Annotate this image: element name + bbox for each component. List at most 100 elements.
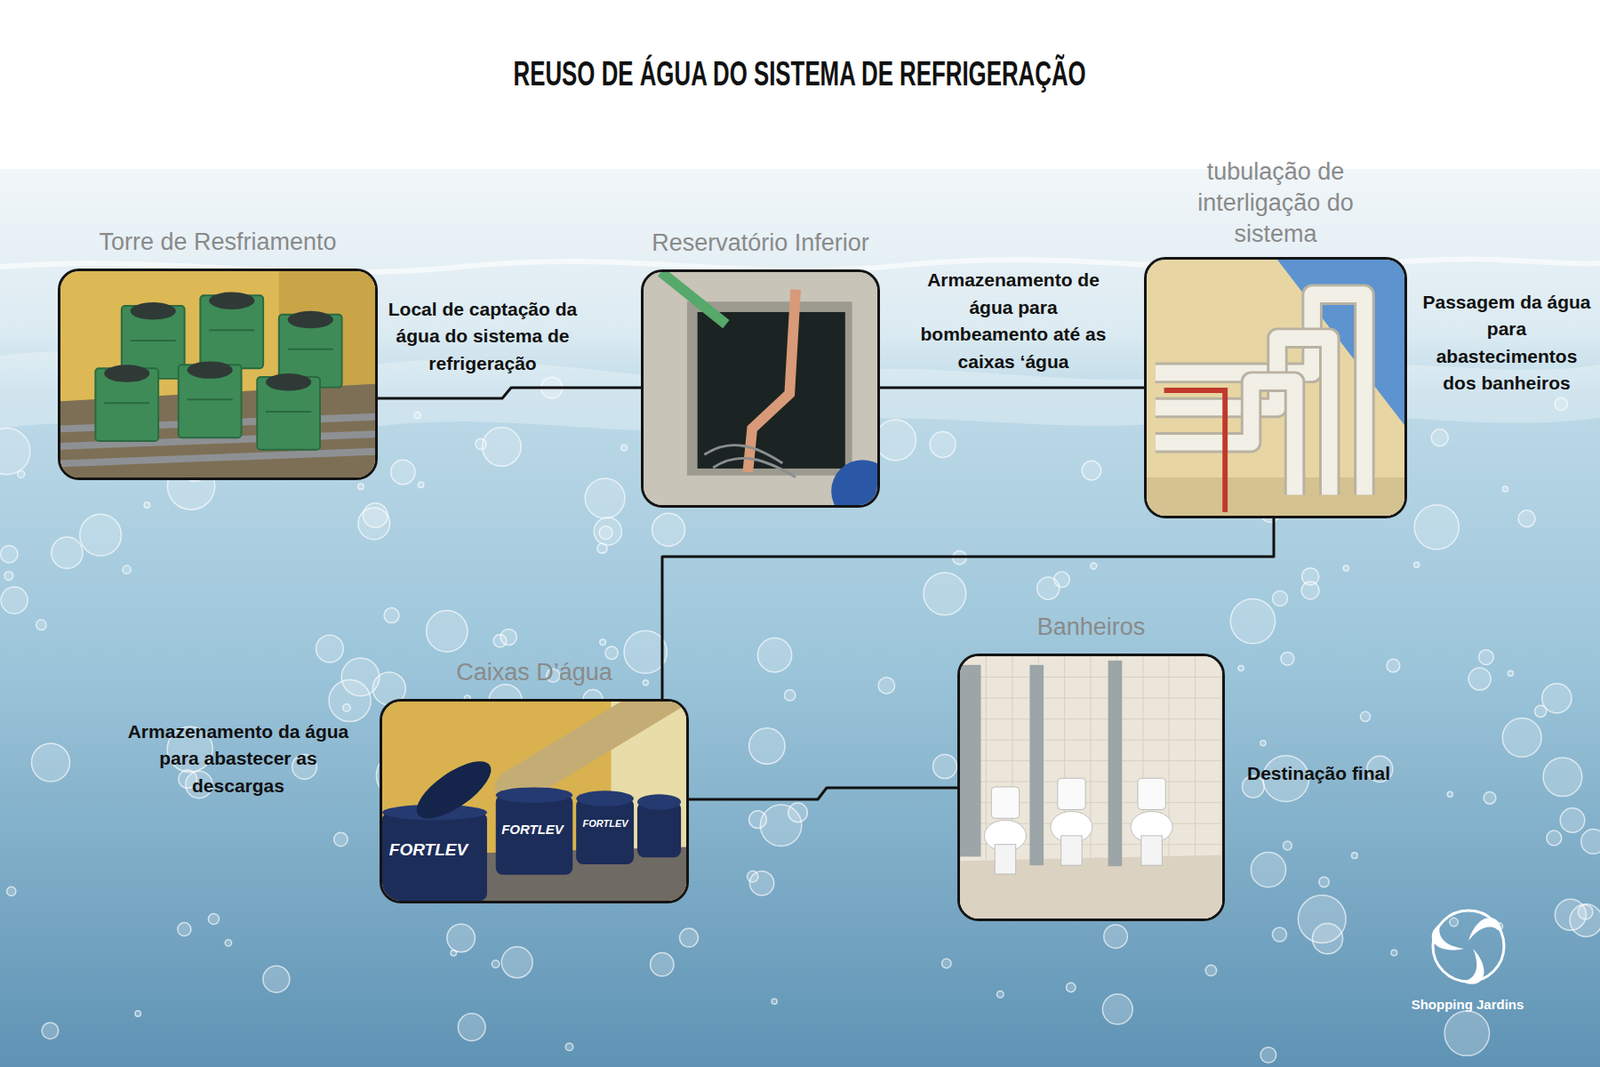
bubble [652, 512, 686, 546]
bubble [1414, 504, 1459, 550]
bubble [923, 572, 967, 616]
photo-illustration [382, 701, 687, 901]
bubble [491, 960, 500, 968]
bubble [0, 428, 31, 475]
tile-line [960, 781, 1223, 783]
bubble [650, 952, 674, 976]
tower-rib [208, 328, 255, 331]
logo-petals [1426, 917, 1503, 990]
bubble [51, 536, 83, 568]
bubble [135, 1010, 141, 1016]
photo-frame [1144, 256, 1408, 519]
water-body [0, 168, 1600, 1067]
bubble [624, 630, 667, 673]
fan [265, 373, 312, 391]
bubble [0, 544, 18, 562]
bubble [316, 634, 344, 663]
duct [512, 701, 671, 788]
bubble [475, 438, 487, 449]
bubble [457, 1013, 486, 1041]
bubble [363, 503, 389, 528]
tower-rib [265, 410, 312, 413]
photo-illustration [60, 271, 376, 478]
bubble [929, 432, 956, 458]
wall [1146, 259, 1405, 516]
tank [496, 794, 573, 875]
bubble [1250, 852, 1286, 888]
bubble [501, 946, 533, 978]
photo-frame [379, 698, 689, 904]
fan [130, 302, 176, 320]
connector-line [880, 386, 1144, 390]
bubble [1282, 840, 1292, 850]
bubble [875, 419, 917, 461]
bubble [450, 950, 457, 957]
toilet-base [1141, 835, 1163, 865]
tile-line [1194, 656, 1196, 861]
pipe [1155, 294, 1365, 495]
pink-pipe [747, 289, 796, 472]
bubble [1502, 718, 1542, 758]
tile-line [960, 760, 1223, 761]
bubble [1343, 565, 1349, 571]
bubble [1272, 927, 1287, 942]
bubble [1302, 568, 1320, 585]
node-description: Destinação final [1247, 760, 1514, 787]
bubble [4, 571, 14, 581]
partition [1108, 660, 1123, 866]
bubble [41, 1022, 59, 1040]
bubble [1468, 667, 1491, 690]
logo-petal [1426, 919, 1464, 960]
bubble [749, 810, 768, 829]
bubble [36, 619, 47, 630]
node-description: Armazenamento de água para bombeamento a… [906, 266, 1120, 376]
node-description: Local de captação da água do sistema de … [380, 296, 585, 377]
bubble [1543, 757, 1583, 797]
bubble [942, 958, 952, 968]
bubble [749, 728, 786, 765]
bubble [1102, 993, 1133, 1024]
bubble [334, 832, 348, 846]
bubble [933, 754, 958, 779]
fan [104, 364, 150, 382]
toilet-base [1061, 835, 1083, 865]
bubble [593, 517, 622, 545]
title-text: REUSO DE ÁGUA DO SISTEMA DE REFRIGERAÇÃO [513, 55, 1087, 94]
bubble [1483, 791, 1496, 804]
fan [187, 360, 233, 378]
bubble [481, 427, 521, 467]
bubble [1090, 562, 1097, 569]
bubble [784, 689, 796, 701]
node-description: Passagem da água para abastecimentos dos… [1417, 288, 1596, 398]
connector-line [688, 787, 958, 800]
bubble [584, 478, 625, 519]
valve [831, 459, 878, 505]
water-pit [697, 312, 846, 469]
tank-top [496, 786, 573, 803]
bubble [1238, 665, 1244, 672]
tank-top [576, 790, 634, 807]
bubble [1386, 658, 1400, 672]
bubble [328, 679, 371, 721]
bubble [122, 565, 131, 574]
bubble [599, 526, 613, 540]
bubble [1518, 510, 1536, 528]
water-tanks-node: Caixas D’águaArmazenamento da água para … [379, 698, 689, 904]
bubble [1280, 651, 1295, 665]
bubble [80, 513, 122, 556]
bubble [1447, 791, 1453, 797]
bubble [417, 481, 424, 488]
bubble [1352, 852, 1359, 859]
bubble [1546, 830, 1562, 846]
bubble [1205, 964, 1216, 976]
bubble [426, 610, 469, 653]
bubble [1502, 486, 1508, 492]
bubble [414, 412, 421, 419]
tank [637, 801, 681, 857]
bubble [1312, 923, 1343, 954]
bubble [642, 680, 648, 686]
node-heading: Torre de Resfriamento [98, 226, 336, 258]
